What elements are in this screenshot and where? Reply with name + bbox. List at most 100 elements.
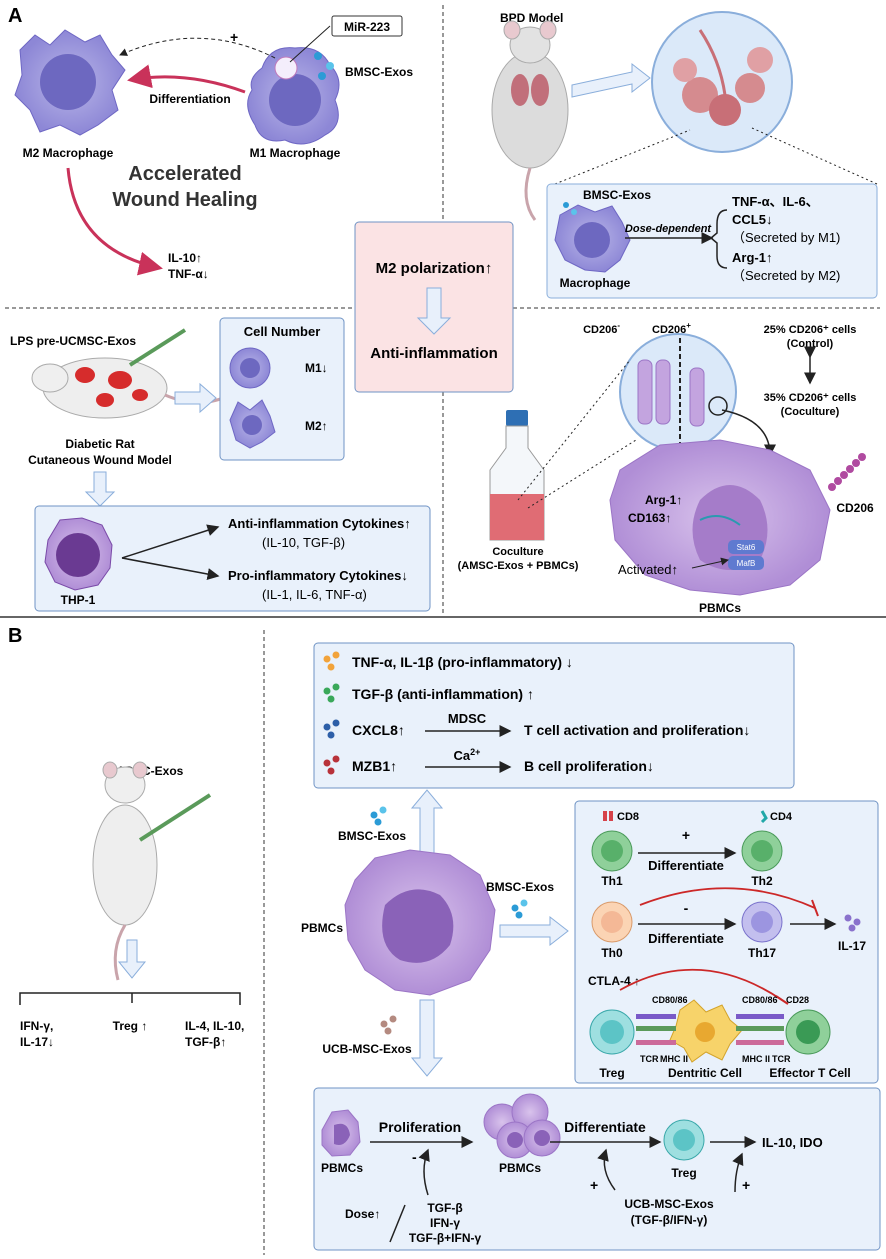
center-down-arrow <box>416 287 452 335</box>
cytokine-box <box>313 642 795 789</box>
cd163-label: CD163↑ <box>628 511 671 525</box>
exosome-dot <box>314 52 322 60</box>
up-arrow-top-box <box>410 789 444 859</box>
cd206-receptor-label: CD206 <box>836 501 874 515</box>
mouse-b-illustration <box>92 761 212 981</box>
treg-cell-bottom <box>663 1119 705 1161</box>
mir-223-callout <box>331 15 403 37</box>
proliferation-minus: - <box>412 1149 417 1165</box>
treg-cell-tcellbox <box>589 1009 635 1055</box>
tnf-label: TNF-α↓ <box>168 267 209 281</box>
cd4-label: CD4 <box>770 811 793 823</box>
dose-label: Dose↑ <box>345 1207 380 1221</box>
cd4-receptor <box>760 810 768 824</box>
inhibition-line <box>639 887 816 909</box>
inhibitor-arrow <box>418 1148 430 1196</box>
ucb-msc-exos-icon <box>380 1015 397 1035</box>
coculture-subtitle: (AMSC-Exos + PBMCs) <box>458 560 579 572</box>
panel-a-label: A <box>8 5 22 27</box>
cxcl8-label: CXCL8↑ <box>352 722 405 738</box>
exosome-dot <box>563 202 569 208</box>
thp1-cell <box>44 517 113 591</box>
cytokine-row-2: TGF-β (anti-inflammation) ↑ <box>352 686 534 702</box>
right-arrow-tcell-box <box>499 915 569 947</box>
pbmcs-label-bottom-1: PBMCs <box>321 1161 363 1175</box>
macrophage-cell <box>554 204 631 273</box>
mhc-label-1: MHC II <box>660 1054 688 1064</box>
control-pct-label: 25% CD206⁺ cells <box>764 324 857 336</box>
activated-label: Activated↑ <box>618 562 678 577</box>
exosome-dot <box>318 72 326 80</box>
thp1-label: THP-1 <box>61 593 96 607</box>
mafb-label: MafB <box>737 559 756 568</box>
bpd-arrow <box>571 62 651 98</box>
bmsc-exos-label-1: BMSC-Exos <box>338 829 406 843</box>
pro-arrow <box>121 557 220 580</box>
pbmcs-label-a: PBMCs <box>699 601 741 615</box>
outcome-2: Treg ↑ <box>113 1019 148 1033</box>
cd80-86-label-1: CD80/86 <box>652 995 688 1005</box>
pbmc-large-cell <box>609 439 831 596</box>
zoom-line <box>527 439 637 509</box>
plus-sign-2: + <box>742 1177 750 1193</box>
plus-sign-1: + <box>590 1177 598 1193</box>
receptor-bar <box>636 1026 676 1031</box>
tr-line5: （Secreted by M2) <box>732 268 840 283</box>
exosome-dot <box>571 209 577 215</box>
tr-line3: （Secreted by M1) <box>732 230 840 245</box>
m1-cell-icon <box>229 347 271 389</box>
differentiate-label-1: Differentiate <box>648 858 724 873</box>
t-cell-activation-label: T cell activation and proliferation↓ <box>524 722 750 738</box>
control-label: (Control) <box>787 338 834 350</box>
m2-count-label: M2↑ <box>305 419 328 433</box>
il10-ido-label: IL-10, IDO <box>762 1135 823 1150</box>
pbmcs-label-bottom-2: PBMCs <box>499 1161 541 1175</box>
th0-label: Th0 <box>601 946 623 960</box>
effector-t-cell-label: Effector T Cell <box>769 1066 850 1080</box>
dose-slash <box>389 1204 406 1243</box>
rat-illustration <box>31 328 231 419</box>
cytokine-row-1: TNF-α, IL-1β (pro-inflammatory) ↓ <box>352 654 573 670</box>
dendritic-cell-label: Dentritic Cell <box>668 1066 742 1080</box>
pbmc-small-cell-1 <box>321 1109 361 1157</box>
pbmc-central-cell <box>344 849 496 996</box>
differentiation-arrow <box>127 64 246 94</box>
il10-label: IL-10↑ <box>168 251 202 265</box>
receptor-bar <box>736 1014 784 1019</box>
receptor-bar <box>736 1026 784 1031</box>
pbmcs-label-b: PBMCs <box>301 921 343 935</box>
treg-label-bottom: Treg <box>671 1166 696 1180</box>
tgf-label: TGF-β <box>427 1201 462 1215</box>
ctla4-inhibition-line <box>619 968 783 1001</box>
outcome-3a: IL-4, IL-10, <box>185 1019 244 1033</box>
mouse-illustration <box>491 20 569 221</box>
cd206-pos-label: CD206+ <box>652 321 691 336</box>
ucb-to-differentiation-arrow <box>597 1148 616 1191</box>
exosome-dot <box>326 62 334 70</box>
cell-number-title: Cell Number <box>244 324 321 339</box>
proliferation-label: Proliferation <box>379 1119 461 1135</box>
pro-cytokines-label: Pro-inflammatory Cytokines↓ <box>228 568 408 583</box>
coculture-label: (Coculture) <box>781 406 840 418</box>
ucb-pathway-box <box>313 1087 881 1251</box>
zoom-line <box>751 127 878 185</box>
bmsc-exos-icon-1 <box>370 806 387 826</box>
m2-macrophage-label: M2 Macrophage <box>23 146 114 160</box>
il17-label: IL-17 <box>838 939 866 953</box>
anti-cytokines-label: Anti-inflammation Cytokines↑ <box>228 516 411 531</box>
th1-plus-sign: + <box>682 827 690 843</box>
ctla4-label: CTLA-4 ↑ <box>588 974 640 988</box>
anti-inflammation-label: Anti-inflammation <box>370 345 498 362</box>
bmsc-exos-label: BMSC-Exos <box>345 65 413 79</box>
cd8-receptor <box>609 811 613 821</box>
activated-arrow <box>691 557 729 569</box>
dose-dependent-label: Dose-dependent <box>625 223 713 235</box>
cd206-receptor <box>828 453 866 491</box>
inhibition-bar <box>811 899 819 917</box>
bmsc-exos-label-2: BMSC-Exos <box>486 880 554 894</box>
tr-line2: CCL5↓ <box>732 212 772 227</box>
cd80-86-label-2: CD80/86 <box>742 995 778 1005</box>
panel-b-label: B <box>8 625 22 647</box>
effector-t-cell <box>785 1009 831 1055</box>
